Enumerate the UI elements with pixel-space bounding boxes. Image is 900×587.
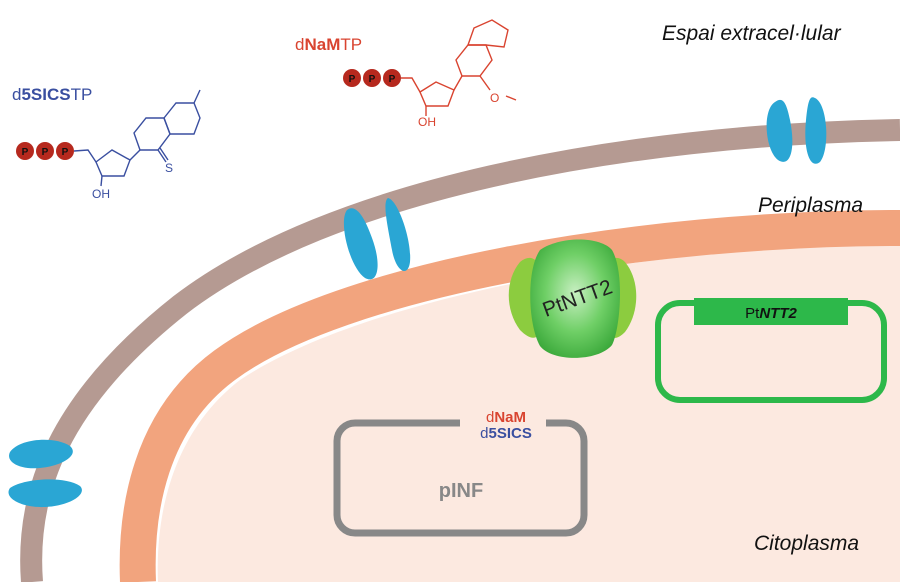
dnamtp-methoxy-oxygen: O (490, 91, 499, 105)
dnamtp-label: dNaMTP (295, 35, 362, 54)
phosphate-label: P (22, 147, 29, 158)
pinf-top-base-prefix: d (486, 409, 494, 426)
periplasm-label: Periplasma (758, 194, 863, 217)
pinf-top-base-bold: NaM (494, 409, 526, 426)
pinf-name: pINF (439, 480, 483, 502)
pinf-bottom-base: d5SICS (480, 425, 532, 442)
porin-middle (343, 198, 411, 280)
dnamtp-hydroxyl: OH (418, 115, 436, 129)
phosphate-label: P (369, 74, 376, 85)
dnamtp-suffix: TP (340, 35, 362, 54)
outer-membrane (20, 119, 900, 583)
porin-left (8, 439, 82, 508)
d5sicstp-hydroxyl: OH (92, 187, 110, 201)
pinf-top-base: dNaM (486, 409, 526, 426)
d5sicstp-triphosphate: P P P (16, 142, 74, 160)
d5sicstp-bold: 5SICS (21, 85, 70, 104)
phosphate-label: P (42, 147, 49, 158)
phosphate-label: P (349, 74, 356, 85)
inner-membrane (119, 210, 900, 583)
d5sicstp-molecule: d5SICSTP P P P OH (12, 85, 201, 201)
pinf-bottom-base-prefix: d (480, 425, 488, 442)
plasmid-gene-italic: NTT2 (759, 305, 797, 322)
d5sicstp-prefix: d (12, 85, 21, 104)
dnamtp-triphosphate: P P P (343, 69, 401, 87)
phosphate-label: P (62, 147, 69, 158)
porin-right (766, 97, 827, 164)
cytoplasm-area (157, 245, 900, 582)
d5sicstp-suffix: TP (71, 85, 93, 104)
d5sicstp-label: d5SICSTP (12, 85, 92, 104)
d5sicstp-sulfur: S (165, 161, 173, 175)
phosphate-label: P (389, 74, 396, 85)
pinf-plasmid: dNaM d5SICS pINF (333, 409, 588, 537)
dnamtp-bold: NaM (304, 35, 340, 54)
plasmid-gene-label: PtNTT2 (745, 305, 797, 322)
plasmid-gene-prefix: Pt (745, 305, 760, 322)
dnamtp-molecule: dNaMTP P P P OH O (295, 19, 517, 129)
d5sicstp-structure (73, 89, 201, 187)
extracellular-label: Espai extracel·lular (662, 22, 842, 45)
cytoplasm-label: Citoplasma (754, 532, 859, 555)
pinf-bottom-base-bold: 5SICS (488, 425, 531, 442)
ptntt2-plasmid: PtNTT2 (655, 298, 887, 403)
ptntt2-transporter: PtNTT2 (508, 239, 637, 358)
dnamtp-structure (401, 19, 517, 116)
dnamtp-prefix: d (295, 35, 304, 54)
